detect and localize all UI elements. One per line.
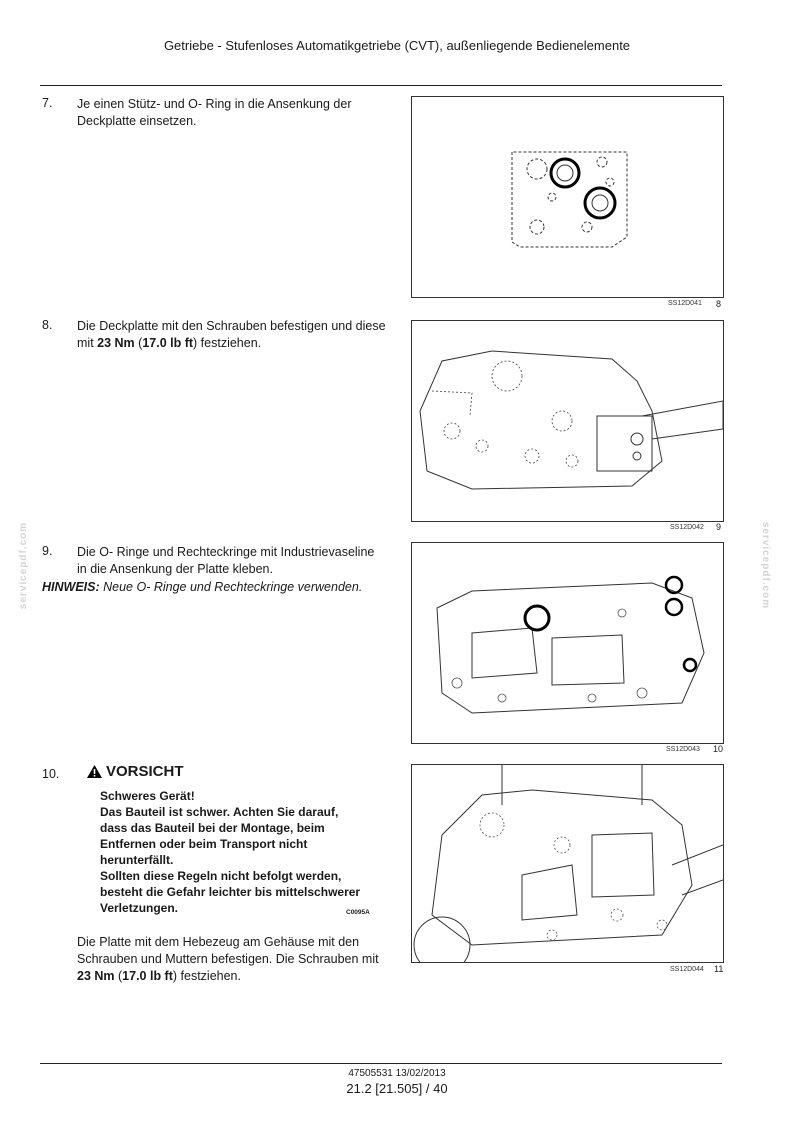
step-10-text: Die Platte mit dem Hebezeug am Gehäuse m… [77,934,387,985]
page-header-title: Getriebe - Stufenloses Automatikgetriebe… [163,38,631,53]
figure-8-drawing [511,151,628,248]
step-8-torque-nm: 23 Nm [97,336,135,350]
step-9-number: 9. [42,544,53,558]
hinweis-note: HINWEIS: Neue O- Ringe und Rechteckringe… [42,580,392,594]
figure-10-code: SS12D043 [666,746,700,753]
hinweis-label: HINWEIS: [42,580,100,594]
figure-9-code: SS12D042 [670,524,704,531]
step-8-text: Die Deckplatte mit den Schrauben befesti… [77,318,387,352]
step-8-paren: ( [134,336,143,350]
step-10-torque-nm: 23 Nm [77,969,115,983]
step-7-text: Je einen Stütz- und O- Ring in die Ansen… [77,97,352,128]
warning-title: VORSICHT [106,763,184,780]
figure-11-drawing [413,765,723,962]
footer-rule [40,1063,722,1064]
warning-code: C0095A [346,909,370,916]
hinweis-text: Neue O- Ringe und Rechteckringe verwende… [99,580,363,594]
warning-triangle-icon [86,764,103,784]
step-10-text-before: Die Platte mit dem Hebezeug am Gehäuse m… [77,935,379,966]
warning-line-1: Schweres Gerät! [100,789,195,803]
step-8-torque-lbft: 17.0 lb ft [142,336,194,350]
figure-8-deckplatte [411,96,724,298]
step-8-text-before: Die Deckplatte mit den Schrauben befesti… [77,319,386,350]
header-rule [40,85,722,86]
step-10-text-after: ) festziehen. [172,969,241,983]
figure-9-deckplatte-verschrauben [411,320,724,522]
warning-line-2: Das Bauteil ist schwer. Achten Sie darau… [100,805,339,867]
figure-10-number: 10 [713,744,724,754]
step-7-number: 7. [42,96,53,110]
figure-11-code: SS12D044 [670,966,704,973]
footer-doc-id: 47505531 13/02/2013 [348,1068,446,1079]
watermark-right: serviceрdf.com [760,521,772,610]
figure-10-platte-dichtringe [411,542,724,744]
step-8-number: 8. [42,318,53,332]
step-10-number: 10. [42,767,60,781]
figure-9-number: 9 [716,522,722,532]
warning-line-3: Sollten diese Regeln nicht befolgt werde… [100,869,361,915]
figure-8-number: 8 [716,299,722,309]
figure-9-drawing [419,350,723,490]
step-10-torque-lbft: 17.0 lb ft [122,969,173,983]
figure-11-number: 11 [714,964,724,974]
figure-8-code: SS12D041 [668,300,702,307]
warning-body: Schweres Gerät! Das Bauteil ist schwer. … [100,788,362,916]
footer-page-number: 21.2 [21.505] / 40 [346,1081,448,1096]
step-9-text: Die O- Ringe und Rechteckringe mit Indus… [77,545,375,576]
step-10-paren: ( [114,969,123,983]
figure-11-platte-hebezeug [411,764,724,963]
watermark-left: serviceрdf.com [18,521,30,610]
step-8-text-after: ) festziehen. [193,336,262,350]
figure-10-drawing [436,575,705,714]
